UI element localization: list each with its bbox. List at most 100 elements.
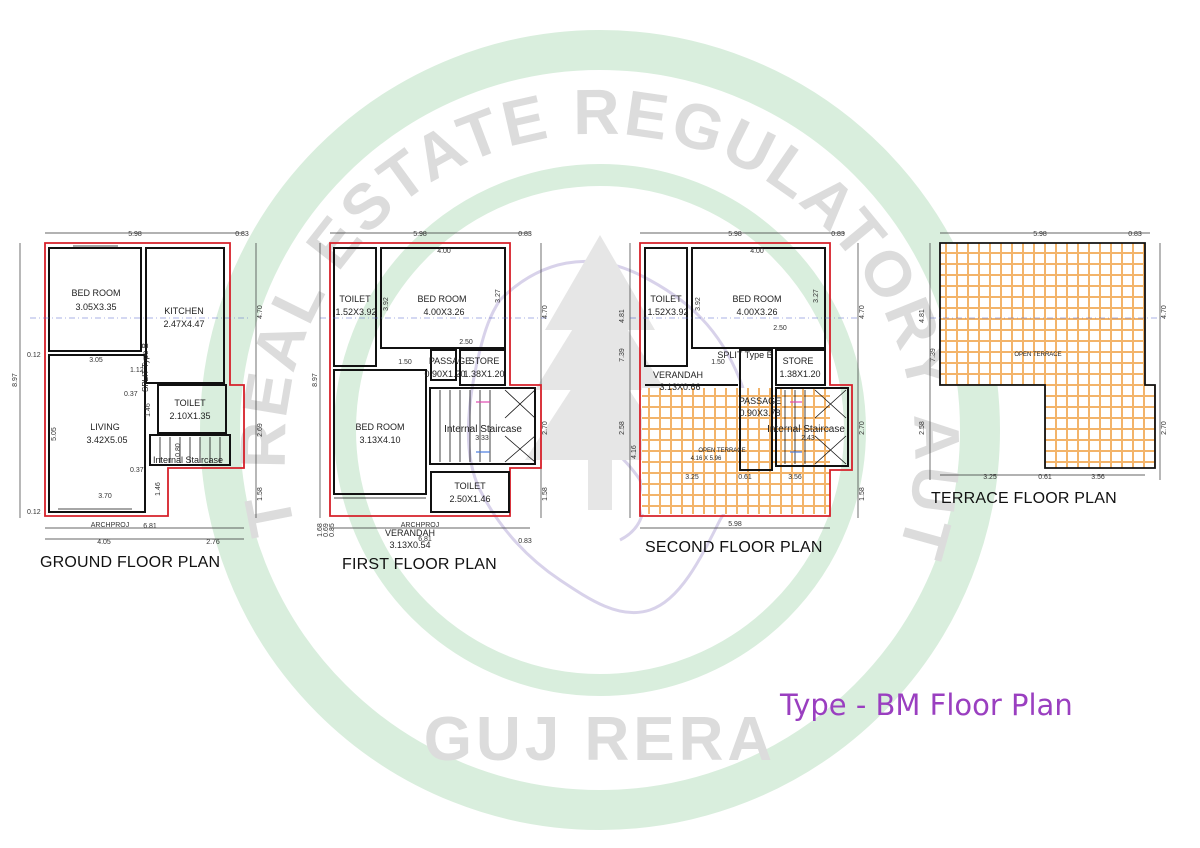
terrace-dim-061: 0.61 [1038,474,1052,481]
second-dim-392: 3.92 [695,297,702,311]
ground-dim-top-right: 0.83 [235,231,249,238]
first-boundary [329,242,542,517]
ground-dim-370: 3.70 [98,493,112,500]
ground-dim-012b: 0.12 [27,509,41,516]
terrace-dim-325: 3.25 [983,474,997,481]
terrace-floor-plan: OPEN TERRACE 5.98 0.83 4.81 7.39 2.58 4.… [919,231,1168,481]
ground-dim-505: 5.05 [51,427,58,441]
first-dim-392: 3.92 [383,297,390,311]
watermark-outer-ring [200,30,1000,830]
ground-dim-305: 3.05 [89,357,103,364]
first-verandah-size: 3.13X0.54 [389,540,430,550]
second-dim-left-d: 4.16 [631,445,638,459]
second-dim-top: 5.98 [728,231,742,238]
watermark-inner-ring [334,164,866,696]
first-bedroom1-size: 4.00X3.26 [423,307,464,317]
terrace-dim-left-b: 7.39 [930,348,937,362]
second-dim-400: 4.00 [750,248,764,255]
terrace-dim-left-c: 2.58 [919,421,926,435]
ground-archproj: ARCHPROJ [91,522,130,529]
ground-dim-037a: 0.37 [124,391,138,398]
ground-floor-plan: BED ROOM 3.05X3.35 KITCHEN 2.47X4.47 LIV… [12,231,264,546]
ground-dim-right-bot: 2.69 [257,423,264,437]
ground-dim-146a: 1.46 [145,403,152,417]
ground-stair-label: Internal Staircase [153,455,223,465]
watermark-bottom-text: GUJ RERA [424,705,776,774]
second-dim-327: 3.27 [813,289,820,303]
first-bedroom1-name: BED ROOM [417,294,466,304]
second-toilet-size: 1.52X3.92 [647,307,688,317]
first-dim-right-mid: 2.70 [542,421,549,435]
second-passage-size: 0.90X3.78 [739,408,780,418]
first-toilet2-size: 2.50X1.46 [449,494,490,504]
ground-dim-b2: 2.76 [206,539,220,546]
second-dim-bottom: 5.98 [728,521,742,528]
second-dim-250: 2.50 [773,325,787,332]
first-dim-085: 0.85 [329,523,336,537]
ground-dim-037b: 0.37 [130,467,144,474]
second-toilet-name: TOILET [650,294,682,304]
first-toilet1-size: 1.52X3.92 [335,307,376,317]
ground-dim-146b: 1.46 [155,482,162,496]
ground-dim-012a: 0.12 [27,352,41,359]
second-open-terrace-size: 4.16 X 5.96 [691,456,722,462]
first-passage-size: 0.90X1.20 [424,369,465,379]
watermark-tree-icon [525,235,675,510]
terrace-dim-right-bot: 2.70 [1161,421,1168,435]
first-dim-681: 6.81 [418,536,432,543]
first-archproj: ARCHPROJ [401,522,440,529]
second-dim-325: 3.25 [685,474,699,481]
first-stair-label: Internal Staircase [444,424,522,435]
first-floor-title: FIRST FLOOR PLAN [342,556,497,573]
first-dim-right-top: 4.70 [542,305,549,319]
second-stair-label: Internal Staircase [767,424,845,435]
second-store-size: 1.38X1.20 [779,369,820,379]
first-passage-name: PASSAGE [429,356,471,366]
second-dim-243: 2.43 [801,435,815,442]
type-title: Type - BM Floor Plan [780,688,1073,722]
second-store-name: STORE [783,356,814,366]
second-passage-name: PASSAGE [739,396,781,406]
second-dim-right-top: 4.70 [859,305,866,319]
ground-dim-top: 5.98 [128,231,142,238]
first-dim-333: 3.33 [475,435,489,442]
first-floor-plan: TOILET 1.52X3.92 BED ROOM 4.00X3.26 PASS… [312,231,550,550]
first-store-size: 1.38X1.20 [463,369,504,379]
first-dim-069: 0.69 [323,523,330,537]
first-dim-250: 2.50 [459,339,473,346]
first-dim-left-total: 8.97 [312,373,319,387]
second-bedroom-size: 4.00X3.26 [736,307,777,317]
first-bedroom2-name: BED ROOM [355,422,404,432]
first-store-name: STORE [469,356,500,366]
first-dim-400: 4.00 [437,248,451,255]
second-boundary [639,242,853,517]
ground-dim-080: 0.80 [175,443,182,457]
second-dim-left-b: 7.39 [619,348,626,362]
first-dim-150: 1.50 [398,359,412,366]
ground-dim-112: 1.12 [130,367,144,374]
first-dim-right-bot: 1.58 [542,487,549,501]
ground-bedroom-name: BED ROOM [71,288,120,298]
ground-dim-b1: 4.05 [97,539,111,546]
ground-kitchen-name: KITCHEN [164,306,204,316]
ground-dim-right-min: 1.58 [257,487,264,501]
second-dim-left-c: 2.58 [619,421,626,435]
ground-split-label: SPLIT Type B [141,343,150,392]
second-open-terrace-name: OPEN TERRACE [698,448,745,454]
second-floor-title: SECOND FLOOR PLAN [645,539,823,556]
terrace-floor-title: TERRACE FLOOR PLAN [931,490,1117,507]
second-verandah-size: 3.13X0.66 [659,382,700,392]
second-split-label: SPLIT Type B [717,350,772,360]
first-dim-327: 3.27 [495,289,502,303]
second-verandah-name: VERANDAH [653,370,703,380]
ground-boundary [44,242,245,517]
second-floor-plan: TOILET 1.52X3.92 BED ROOM 4.00X3.26 VERA… [619,231,866,529]
ground-kitchen-size: 2.47X4.47 [163,319,204,329]
ground-living-size: 3.42X5.05 [86,435,127,445]
second-dim-left-a: 4.81 [619,309,626,323]
terrace-dim-top-right: 0.83 [1128,231,1142,238]
terrace-dim-right-top: 4.70 [1161,305,1168,319]
terrace-dim-left-a: 4.81 [919,309,926,323]
terrace-dim-356: 3.56 [1091,474,1105,481]
